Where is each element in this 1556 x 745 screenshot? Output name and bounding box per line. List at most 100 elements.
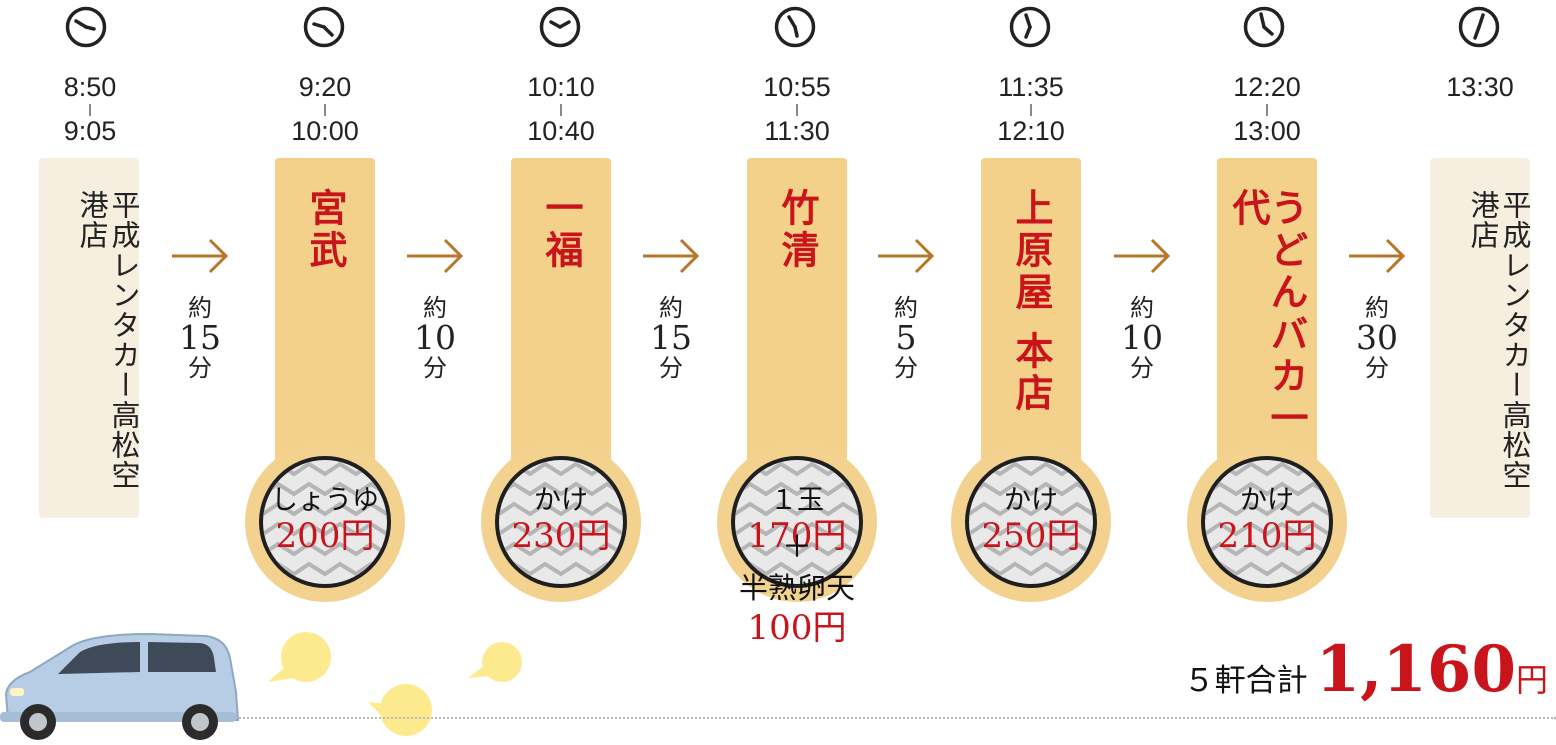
- road-dotted-line: [232, 717, 1556, 719]
- depart-time: 11:30: [764, 116, 830, 146]
- arrive-time: 10:10: [527, 72, 595, 102]
- arrow-right-icon: [172, 238, 229, 274]
- shop-name: 一福: [539, 188, 584, 272]
- depart-time: 10:00: [291, 116, 359, 146]
- travel-about: 約: [1130, 294, 1154, 322]
- travel-minutes: 15: [179, 318, 221, 358]
- arrive-time: 8:50: [63, 72, 117, 102]
- dish-name: かけ: [1240, 485, 1294, 516]
- travel-duration: 約 10 分: [400, 294, 470, 382]
- time-separator: [324, 104, 326, 116]
- arrive-time: 11:35: [998, 72, 1064, 102]
- dish-price: 250円: [981, 516, 1081, 556]
- speech-bubble-icon: [268, 632, 331, 682]
- arrow-right-icon: [643, 238, 700, 274]
- time-separator: [1030, 104, 1032, 116]
- total-value: 1,160: [1315, 632, 1516, 707]
- travel-about: 約: [1365, 294, 1389, 322]
- shop-name: 竹清: [775, 188, 820, 272]
- clock-icon: [773, 5, 817, 49]
- speech-bubble-icon: [468, 642, 522, 682]
- shop-name: 上原屋 本店: [1009, 188, 1054, 416]
- shop-name: 宮武: [303, 188, 348, 272]
- price-medallion: かけ 210円: [1187, 442, 1347, 602]
- time-separator: [89, 104, 91, 116]
- wave-pattern: [1201, 456, 1333, 588]
- price-medallion: しょうゆ 200円: [245, 442, 405, 602]
- time-separator: [1266, 104, 1268, 116]
- clock-icon: [64, 5, 108, 49]
- dish-name: しょうゆ: [271, 485, 379, 516]
- travel-unit: 分: [894, 353, 918, 382]
- total-unit: 円: [1515, 661, 1548, 699]
- time-separator: [796, 104, 798, 116]
- start-location-name: 平成レンタカー高松空港店: [75, 190, 141, 490]
- dish-price: 200円: [275, 516, 375, 556]
- wave-pattern: [495, 456, 627, 588]
- depart-time: 13:00: [1233, 116, 1301, 146]
- arrive-time: 9:20: [298, 72, 352, 102]
- arrow-right-icon: [1349, 238, 1406, 274]
- price-medallion: かけ 230円: [481, 442, 641, 602]
- arrow-right-icon: [878, 238, 935, 274]
- time-separator: [560, 104, 562, 116]
- wave-pattern: [731, 456, 863, 588]
- extra-dish-price: 100円: [747, 608, 847, 648]
- travel-duration: 約 5 分: [871, 294, 941, 382]
- travel-minutes: 10: [414, 318, 456, 358]
- travel-minutes: 15: [650, 318, 692, 358]
- travel-unit: 分: [1365, 353, 1389, 382]
- travel-duration: 約 10 分: [1107, 294, 1177, 382]
- shop-bar-uehara-ya: 上原屋 本店: [981, 158, 1081, 478]
- travel-unit: 分: [188, 353, 212, 382]
- price-medallion: １玉 170円: [717, 442, 877, 602]
- price-medallion: かけ 250円: [951, 442, 1111, 602]
- travel-about: 約: [188, 294, 212, 322]
- dish-price: 230円: [511, 516, 611, 556]
- travel-duration: 約 15 分: [165, 294, 235, 382]
- car-icon: [0, 632, 240, 740]
- travel-duration: 約 30 分: [1342, 294, 1412, 382]
- arrive-time: 10:55: [763, 72, 831, 102]
- travel-unit: 分: [1130, 353, 1154, 382]
- shop-bar-udon-baka-ichidai: うどんバカ一代: [1217, 158, 1317, 478]
- dish-name: １玉: [770, 485, 824, 516]
- travel-minutes: 30: [1356, 318, 1398, 358]
- travel-unit: 分: [423, 353, 447, 382]
- travel-about: 約: [423, 294, 447, 322]
- clock-icon: [1008, 5, 1052, 49]
- travel-duration: 約 15 分: [636, 294, 706, 382]
- travel-minutes: 10: [1121, 318, 1163, 358]
- clock-icon: [1457, 5, 1501, 49]
- dish-price: 170円: [747, 516, 847, 556]
- dish-name: かけ: [1004, 485, 1058, 516]
- extra-dish-name: 半熟卵天: [738, 571, 855, 605]
- dish-name: かけ: [534, 485, 588, 516]
- clock-icon: [1242, 5, 1286, 49]
- shop-bar-chikusei: 竹清: [747, 158, 847, 478]
- shop-name: うどんバカ一代: [1226, 188, 1309, 440]
- shop-bar-ippuku: 一福: [511, 158, 611, 478]
- end-location-name: 平成レンタカー高松空港店: [1466, 190, 1532, 490]
- end-location-box: 平成レンタカー高松空港店: [1430, 158, 1532, 518]
- travel-minutes: 5: [895, 318, 917, 358]
- speech-bubble-icon: [368, 684, 432, 736]
- arrow-right-icon: [1114, 238, 1171, 274]
- dish-price: 210円: [1217, 516, 1317, 556]
- wave-pattern: [965, 456, 1097, 588]
- travel-unit: 分: [659, 353, 683, 382]
- depart-time: 12:10: [997, 116, 1065, 146]
- travel-about: 約: [894, 294, 918, 322]
- arrive-time: 12:20: [1233, 72, 1301, 102]
- shop-bar-miyatake: 宮武: [275, 158, 375, 478]
- plus-sign: ＋: [782, 530, 812, 565]
- clock-icon: [538, 5, 582, 49]
- arrow-right-icon: [407, 238, 464, 274]
- travel-about: 約: [659, 294, 683, 322]
- start-location-box: 平成レンタカー高松空港店: [39, 158, 141, 518]
- wave-pattern: [259, 456, 391, 588]
- depart-time: 9:05: [63, 116, 117, 146]
- depart-time: 10:40: [527, 116, 595, 146]
